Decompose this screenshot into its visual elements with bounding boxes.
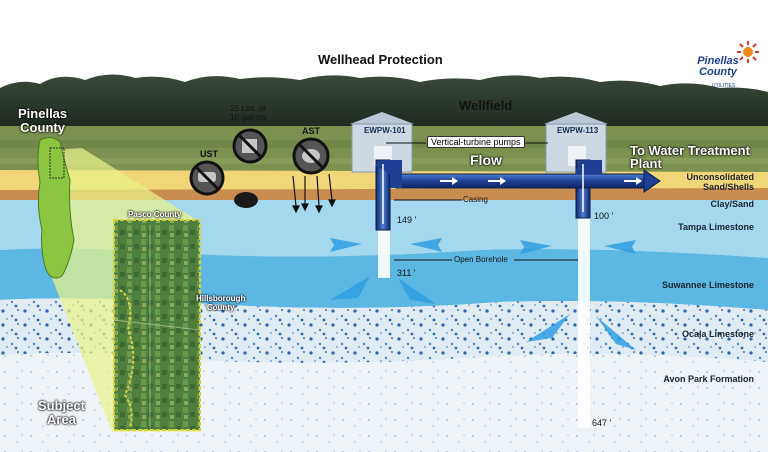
hills-line2: County bbox=[206, 303, 235, 312]
well-id-left: EWPW-101 bbox=[364, 126, 406, 135]
depth-left-casing: 149 ' bbox=[397, 215, 417, 225]
pinellas-county-line1: Pinellas bbox=[18, 106, 68, 121]
well-id-right: EWPW-113 bbox=[557, 126, 599, 135]
pipeline bbox=[375, 159, 661, 231]
wellfield-label: Wellfield bbox=[459, 98, 513, 113]
layer-ocala: Ocala Limestone bbox=[681, 329, 754, 339]
spill-no-symbol bbox=[232, 128, 268, 164]
to-plant-label: To Water Treatment Plant bbox=[630, 144, 750, 170]
pinellas-utilities-logo: Pinellas County bbox=[686, 56, 750, 78]
to-plant-line2: Plant bbox=[630, 156, 662, 171]
borehole-left bbox=[378, 228, 390, 278]
pumps-label: Vertical-turbine pumps bbox=[427, 136, 525, 148]
subject-line2: Area bbox=[47, 412, 76, 427]
ast-no-symbol bbox=[292, 137, 330, 175]
depth-right-casing: 100 ' bbox=[594, 211, 614, 221]
flow-label: Flow bbox=[470, 152, 502, 168]
groundwater-flow-arrows bbox=[330, 238, 636, 350]
layer-tampa: Tampa Limestone bbox=[678, 222, 754, 232]
to-plant-line1: To Water Treatment bbox=[630, 143, 750, 158]
layer-unconsolidated: Unconsolidated Sand/Shells bbox=[686, 172, 754, 192]
logo-line1: Pinellas bbox=[697, 55, 739, 67]
depth-right-bottom: 647 ' bbox=[592, 418, 612, 428]
spill-threshold-label: 25 Lbs. or 10 gallons bbox=[230, 104, 266, 122]
spill-line2: 10 gallons bbox=[230, 113, 267, 122]
layer-avon-park: Avon Park Formation bbox=[663, 374, 754, 384]
spill-line1: 25 Lbs. or bbox=[230, 104, 267, 113]
open-borehole-label: Open Borehole bbox=[454, 255, 508, 264]
pinellas-county-line2: County bbox=[20, 120, 65, 135]
diagram-title: Wellhead Protection bbox=[318, 52, 443, 67]
sun-icon bbox=[737, 41, 759, 63]
layer-clay-sand: Clay/Sand bbox=[710, 199, 754, 209]
layer-unconsolidated-line1: Unconsolidated bbox=[686, 172, 754, 182]
pinellas-county-map bbox=[37, 136, 75, 279]
subject-area-label: Subject Area bbox=[38, 399, 85, 427]
logo-subtitle: UTILITIES bbox=[712, 83, 736, 89]
layer-suwannee: Suwannee Limestone bbox=[661, 280, 754, 290]
ust-label: UST bbox=[200, 149, 218, 159]
hills-line1: Hillsborough bbox=[196, 294, 246, 303]
ust-no-symbol bbox=[189, 160, 225, 196]
logo-line2: County bbox=[699, 66, 737, 78]
hillsborough-county-label: Hillsborough County bbox=[196, 294, 245, 312]
ast-label: AST bbox=[302, 126, 320, 136]
borehole-right bbox=[578, 218, 590, 428]
contamination-blob bbox=[234, 192, 258, 208]
leak-arrows bbox=[292, 173, 336, 214]
pinellas-county-label: Pinellas County bbox=[18, 107, 67, 135]
subject-line1: Subject bbox=[38, 398, 85, 413]
layer-unconsolidated-line2: Sand/Shells bbox=[702, 182, 754, 192]
pasco-county-label: Pasco County bbox=[128, 210, 182, 219]
casing-label: Casing bbox=[463, 195, 488, 204]
depth-left-bottom: 311 ' bbox=[397, 268, 416, 278]
